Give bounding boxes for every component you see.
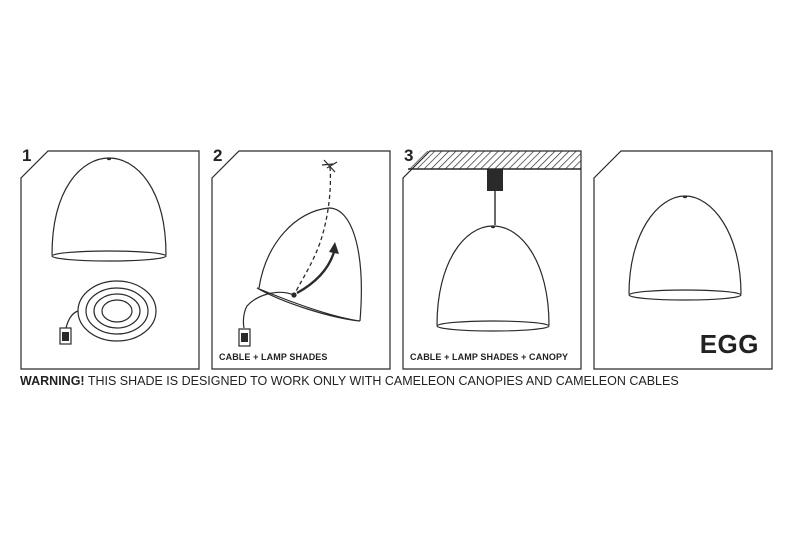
arrow-icon	[296, 242, 339, 295]
step-caption: CABLE + LAMP SHADES + CANOPY	[410, 352, 569, 362]
step-1-panel: 1	[20, 146, 200, 370]
socket-icon	[238, 328, 251, 347]
lamp-shade-icon	[436, 225, 550, 332]
coiled-cable-icon	[65, 280, 157, 342]
tilted-lamp-shade-icon	[256, 207, 362, 322]
ceiling-icon	[408, 151, 581, 170]
product-panel: EGG	[593, 148, 773, 370]
step-1-illustration	[20, 150, 200, 370]
step-caption: CABLE + LAMP SHADES	[219, 352, 328, 362]
step-number: 1	[22, 146, 32, 165]
lamp-shade-icon	[51, 157, 167, 262]
model-name: EGG	[699, 329, 759, 359]
canopy-icon	[487, 169, 503, 191]
step-2-illustration	[211, 150, 391, 370]
step-3-panel: 3 CABLE + LAMP SHADES + CANOPY	[402, 146, 582, 370]
step-number: 3	[404, 146, 414, 165]
lamp-shade-icon	[628, 195, 742, 301]
step-2-panel: 2 CABLE + LAMP SHADES	[211, 146, 391, 370]
warning-text: WARNING! THIS SHADE IS DESIGNED TO WORK …	[20, 374, 679, 388]
socket-icon	[59, 327, 72, 345]
step-3-illustration	[402, 150, 582, 370]
warning-prefix: WARNING!	[20, 374, 85, 388]
step-number: 2	[213, 146, 223, 165]
cable-path-icon	[293, 166, 332, 296]
warning-body: THIS SHADE IS DESIGNED TO WORK ONLY WITH…	[84, 374, 679, 388]
cable-end-icon	[321, 159, 338, 173]
anchor-dot-icon	[291, 292, 297, 298]
product-illustration	[593, 150, 773, 370]
